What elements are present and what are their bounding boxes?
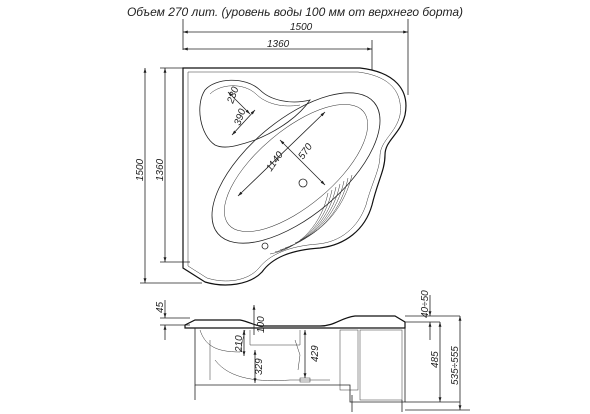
- height-total-label: 1500: [135, 158, 146, 181]
- width-total-label: 1500: [290, 22, 313, 33]
- tub-outline: [182, 67, 407, 286]
- side-view: 45 100 210 329 429 40÷50: [155, 290, 470, 412]
- bowl-outer: [211, 92, 381, 244]
- height-inner-label: 1360: [155, 158, 166, 181]
- step-arcs: [269, 174, 353, 255]
- width-inner-label: 1360: [267, 39, 290, 50]
- right-40-50-label: 40÷50: [420, 290, 431, 318]
- bowl-width-label: 570: [296, 141, 315, 161]
- left-210-label: 210: [234, 335, 245, 353]
- left-329-label: 329: [254, 358, 265, 375]
- bowl-width-dim-line: [279, 139, 326, 186]
- left-100-label: 100: [256, 316, 267, 333]
- right-535-555-label: 535÷555: [450, 346, 461, 385]
- rim-offset-label: 45: [155, 301, 166, 313]
- volume-caption: Объем 270 лит. (уровень воды 100 мм от в…: [126, 5, 464, 19]
- drain-icon: [298, 178, 308, 188]
- seat-outline: [199, 79, 311, 148]
- right-485-label: 485: [430, 351, 441, 368]
- side-body: [194, 328, 406, 403]
- plan-view: 1500 1360 1500 1360: [135, 19, 409, 286]
- overflow-icon: [261, 242, 269, 250]
- side-rim: [184, 315, 406, 329]
- mid-429-label: 429: [310, 345, 321, 362]
